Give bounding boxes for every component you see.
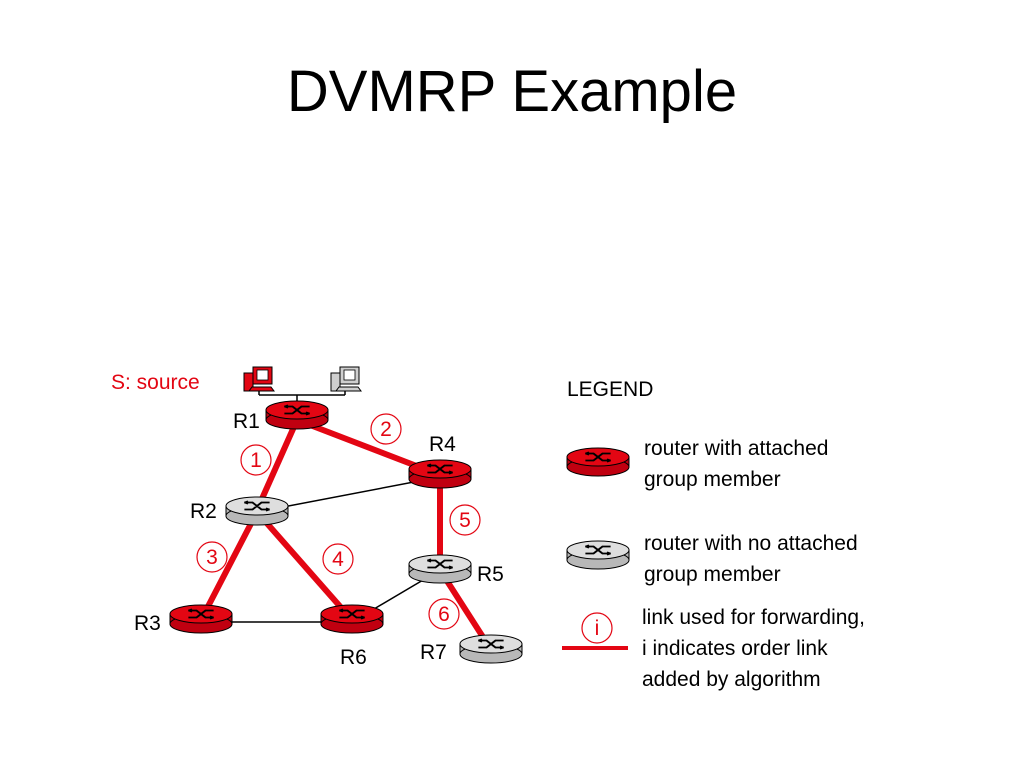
- order-markers: 1 2 3 4 5 6: [196, 413, 481, 630]
- router-r4-label: R4: [429, 433, 456, 456]
- router-r5-label: R5: [477, 563, 504, 586]
- legend-nonmember-router-text: router with no attached group member: [644, 528, 858, 590]
- router-r2-icon: [225, 496, 289, 526]
- legend-member-router-text: router with attached group member: [644, 433, 828, 495]
- router-r6-label: R6: [340, 646, 367, 669]
- order-label-2: 2: [380, 418, 392, 441]
- order-circle-6: [428, 598, 460, 630]
- order-label-5: 5: [459, 509, 471, 532]
- legend-member-router-line2: group member: [644, 468, 781, 491]
- router-r4-icon: [408, 459, 472, 489]
- order-label-3: 3: [206, 546, 218, 569]
- legend-nonmember-router-line2: group member: [644, 563, 781, 586]
- router-r7-icon: [459, 634, 523, 664]
- forward-link-r2-r6: [254, 510, 355, 622]
- router-r6-icon: [320, 604, 384, 634]
- router-r3-label: R3: [134, 612, 161, 635]
- legend-member-router-icon: [566, 447, 630, 477]
- legend-forward-link-line3: added by algorithm: [642, 668, 821, 691]
- router-r2-label: R2: [190, 500, 217, 523]
- legend-forward-link-text: link used for forwarding, i indicates or…: [642, 602, 865, 695]
- order-circle-4: [322, 543, 354, 575]
- order-circle-5: [449, 504, 481, 536]
- legend-forward-link-line1: link used for forwarding,: [642, 606, 865, 629]
- legend-title: LEGEND: [567, 378, 654, 401]
- order-label-6: 6: [438, 603, 450, 626]
- forward-link-r1-r2: [254, 418, 300, 512]
- legend-nonmember-router-line1: router with no attached: [644, 532, 858, 555]
- legend-forward-link-line2: i indicates order link: [642, 637, 828, 660]
- legend-forward-link: i: [562, 612, 628, 650]
- member-host-icon: [330, 366, 362, 392]
- router-r3-icon: [169, 604, 233, 634]
- order-label-4: 4: [332, 548, 344, 571]
- order-circle-2: [370, 413, 402, 445]
- router-r1-label: R1: [233, 410, 260, 433]
- legend-order-symbol: i: [595, 617, 600, 640]
- order-label-1: 1: [250, 449, 262, 472]
- slide-title: DVMRP Example: [286, 59, 738, 124]
- router-r7-label: R7: [420, 641, 447, 664]
- legend-member-router-line1: router with attached: [644, 437, 829, 460]
- order-circle-3: [196, 541, 228, 573]
- source-label: S: source: [111, 371, 200, 394]
- forwarding-links: [198, 417, 493, 650]
- router-r1-icon: [265, 400, 329, 430]
- forward-link-r2-r3: [198, 510, 260, 622]
- legend-nonmember-router-icon: [566, 540, 630, 570]
- legend-order-circle: [581, 612, 613, 644]
- order-circle-1: [240, 444, 272, 476]
- source-host-icon: [243, 366, 275, 392]
- router-r5-icon: [408, 554, 472, 584]
